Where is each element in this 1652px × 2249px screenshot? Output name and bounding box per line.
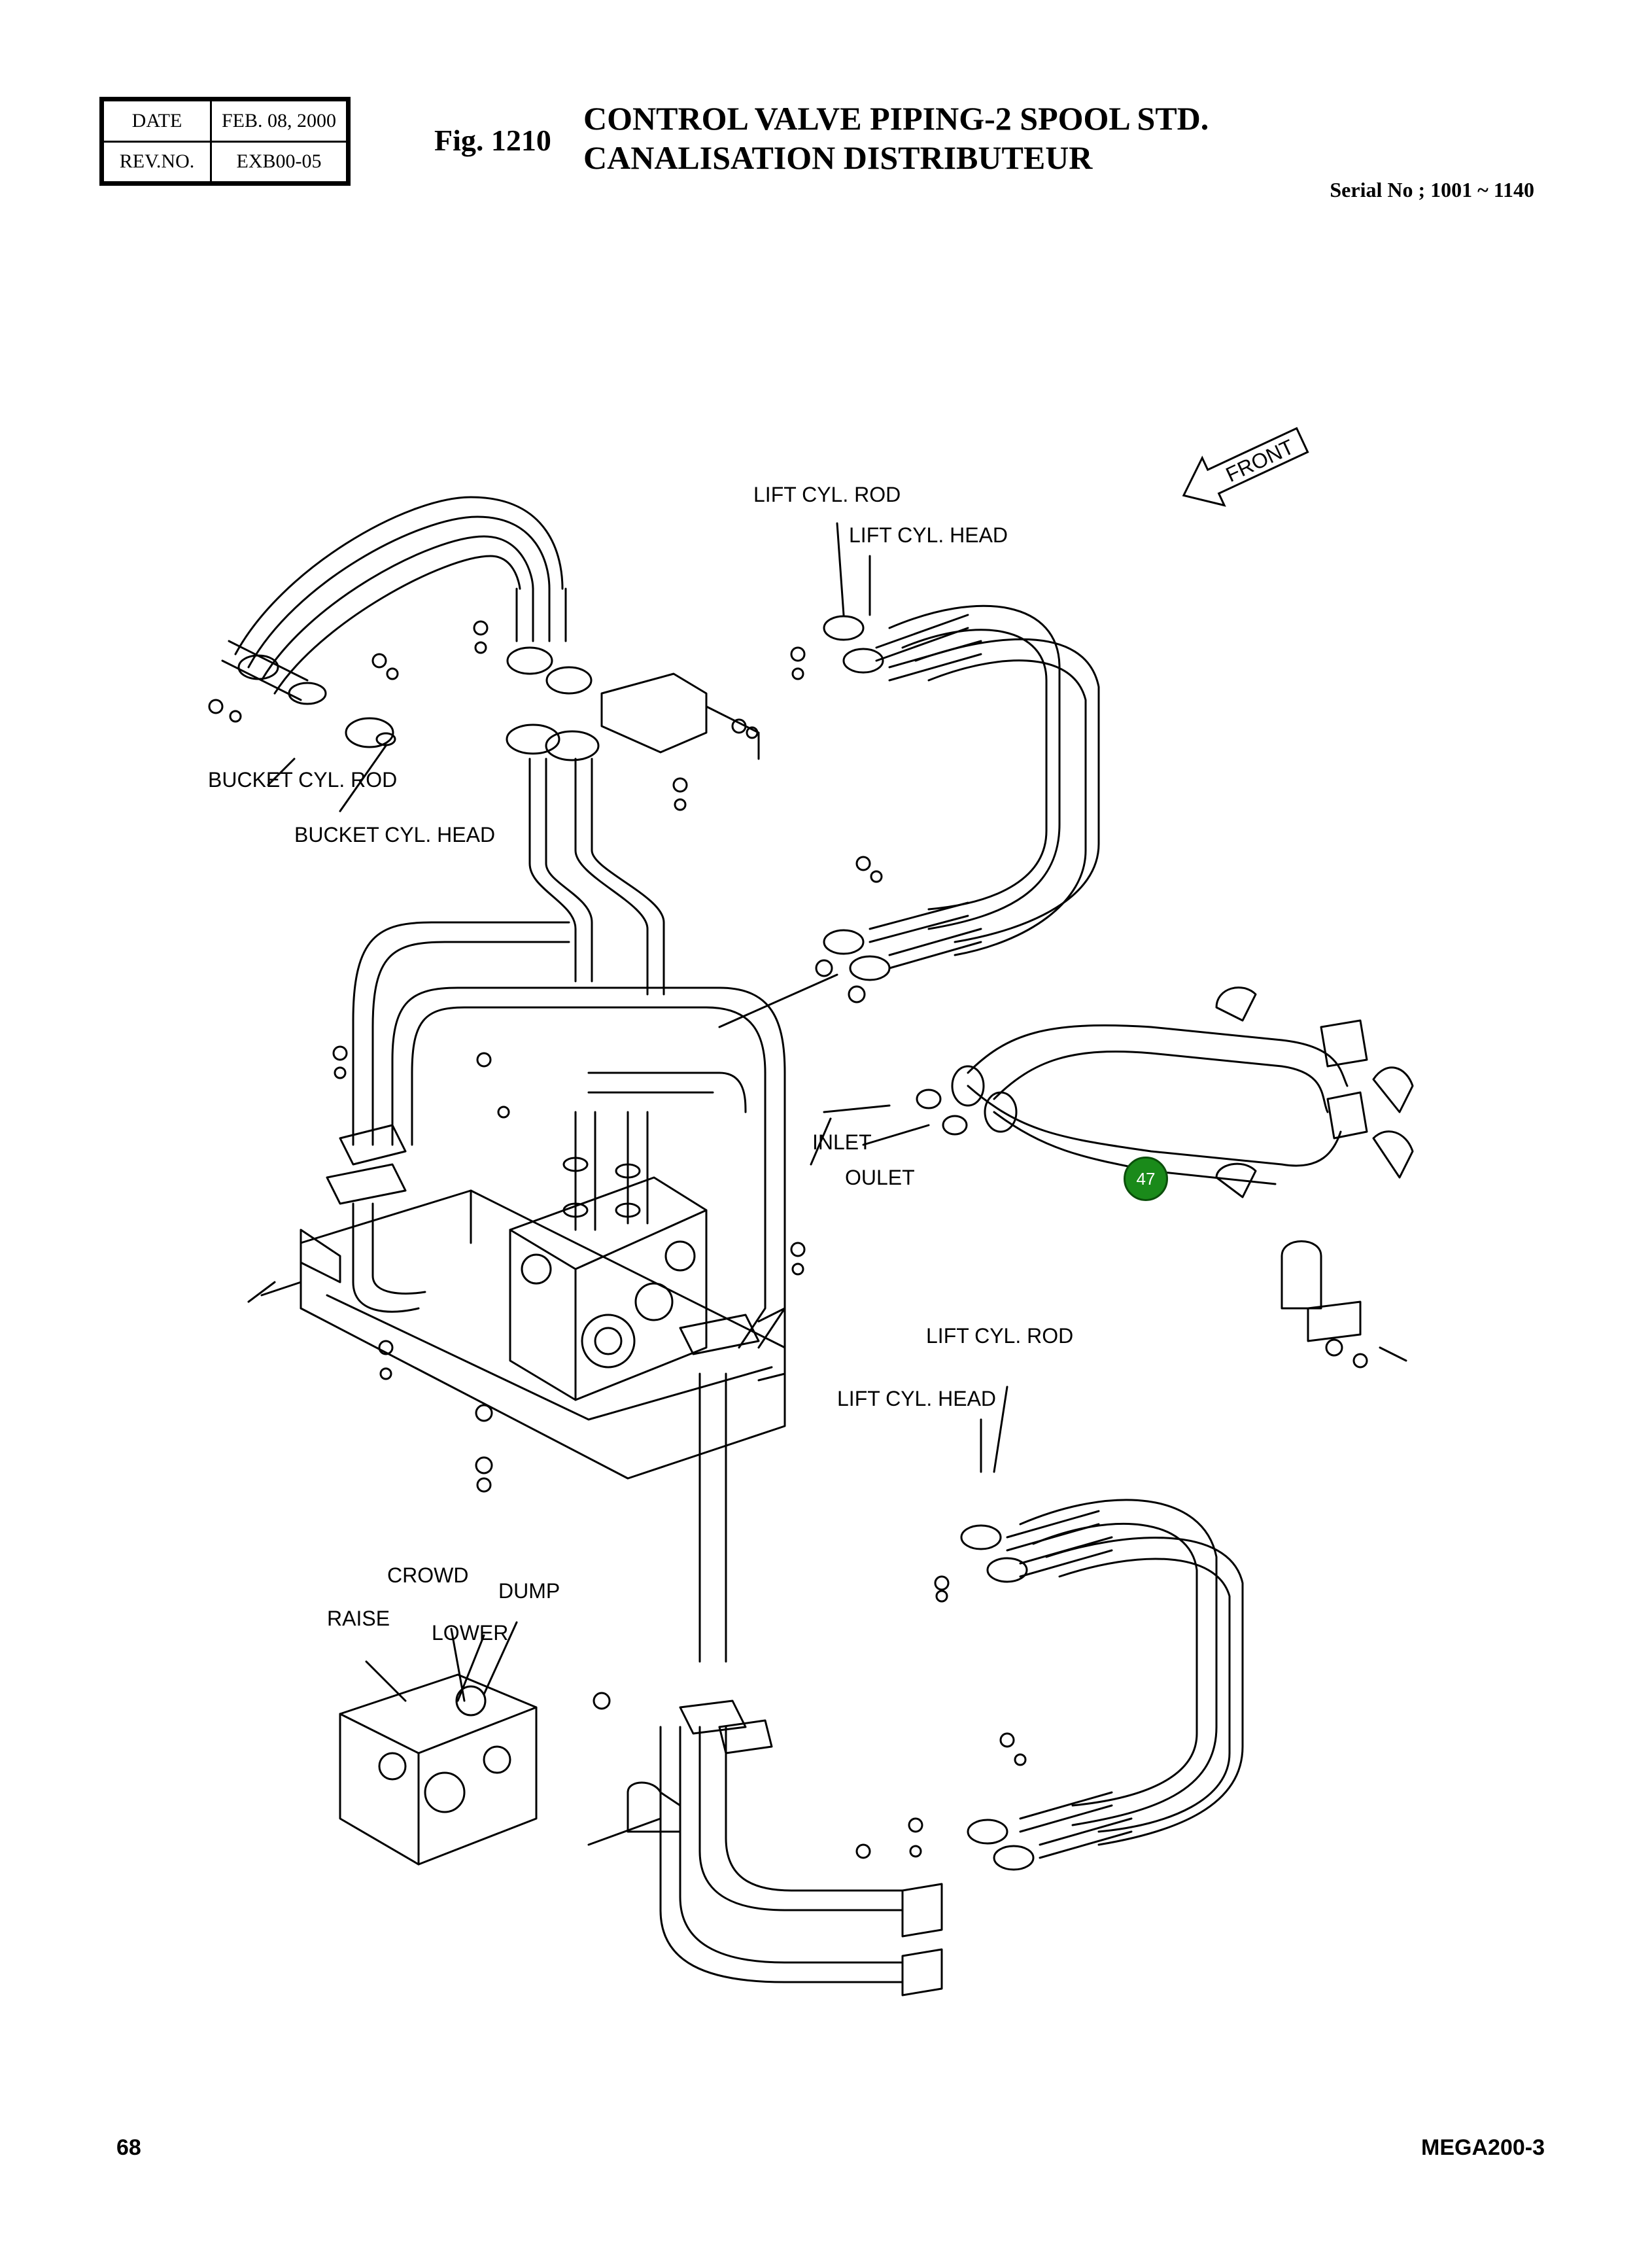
- rev-value: EXB00-05: [210, 140, 348, 183]
- label-lift-cyl-head-bottom: LIFT CYL. HEAD: [837, 1387, 997, 1410]
- label-lift-cyl-head-top: LIFT CYL. HEAD: [849, 523, 1008, 547]
- figure-number: Fig. 1210: [434, 124, 551, 157]
- label-bucket-cyl-head: BUCKET CYL. HEAD: [294, 823, 496, 846]
- page-number: 68: [116, 2135, 141, 2160]
- label-crowd: CROWD: [387, 1563, 469, 1587]
- label-raise: RAISE: [327, 1607, 390, 1630]
- label-lift-cyl-rod-bottom: LIFT CYL. ROD: [926, 1324, 1074, 1348]
- date-label: DATE: [102, 99, 212, 143]
- label-lower: LOWER: [432, 1621, 509, 1645]
- front-arrow-icon: FRONT: [1182, 427, 1309, 507]
- page-subtitle: CANALISATION DISTRIBUTEUR: [583, 139, 1093, 176]
- label-inlet: INLET: [812, 1130, 872, 1154]
- callout-47[interactable]: 47: [1124, 1157, 1168, 1201]
- label-oulet: OULET: [845, 1166, 915, 1189]
- label-bucket-cyl-rod: BUCKET CYL. ROD: [208, 768, 398, 792]
- date-value: FEB. 08, 2000: [210, 99, 348, 143]
- serial-range: Serial No ; 1001 ~ 1140: [1330, 178, 1534, 201]
- rev-label: REV.NO.: [102, 140, 212, 183]
- label-dump: DUMP: [498, 1579, 560, 1603]
- revision-box: DATE FEB. 08, 2000 REV.NO. EXB00-05: [99, 97, 351, 186]
- label-lift-cyl-rod-top: LIFT CYL. ROD: [753, 483, 901, 506]
- page-title: CONTROL VALVE PIPING-2 SPOOL STD.: [583, 100, 1209, 137]
- model-name: MEGA200-3: [1421, 2135, 1545, 2160]
